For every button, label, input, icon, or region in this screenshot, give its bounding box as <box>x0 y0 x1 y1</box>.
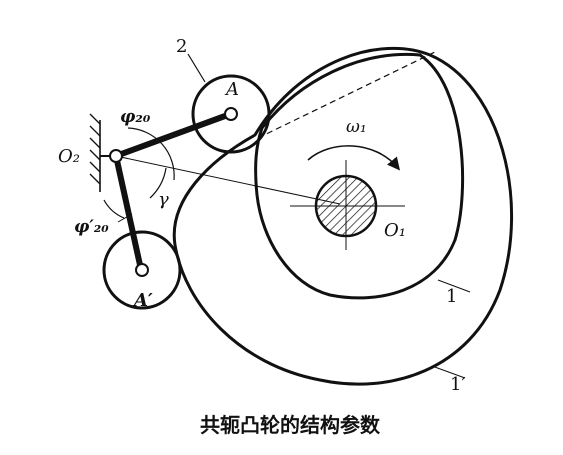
label-point-a: A <box>224 79 239 100</box>
label-point-a-prime: A′ <box>132 290 153 311</box>
label-phi20-prime: φ′₂₀ <box>74 217 109 237</box>
label-gamma: γ <box>158 189 169 210</box>
follower-arm-o2-a-prime <box>113 155 143 266</box>
label-cam-1-prime: 1′ <box>450 374 466 395</box>
cam-1-outline <box>254 52 465 300</box>
cam-1-leader <box>437 279 471 293</box>
dashed-construction-line <box>257 51 436 139</box>
pivot-o2 <box>109 149 123 163</box>
roller-a-prime <box>102 230 182 310</box>
phi20-arc <box>127 127 175 181</box>
label-center-o1: O₁ <box>384 220 406 241</box>
label-pivot-o2: O₂ <box>58 146 80 167</box>
roller-a-prime-pin <box>135 263 149 277</box>
cam-1-prime-outline <box>172 47 514 386</box>
label-phi20: φ₂₀ <box>120 107 151 127</box>
phi20-prime-leader <box>117 213 133 223</box>
center-line-o2-o1 <box>115 155 341 205</box>
roller-a-pin <box>224 107 238 121</box>
label-cam-1: 1 <box>446 286 457 307</box>
label-omega1: ω₁ <box>346 117 367 137</box>
gamma-arc <box>149 167 167 199</box>
cam-1-prime-leader <box>431 365 466 379</box>
phi20-prime-arc <box>103 199 125 219</box>
omega1-rotation-arrow <box>307 145 401 171</box>
roller-a <box>191 74 271 154</box>
figure-caption: 共轭凸轮的结构参数 <box>200 413 381 437</box>
follower-arm-o2-a <box>114 113 227 159</box>
label-roller-2: 2 <box>176 36 187 57</box>
ground-hatch-marks <box>89 113 101 185</box>
roller-2-leader <box>187 53 206 83</box>
